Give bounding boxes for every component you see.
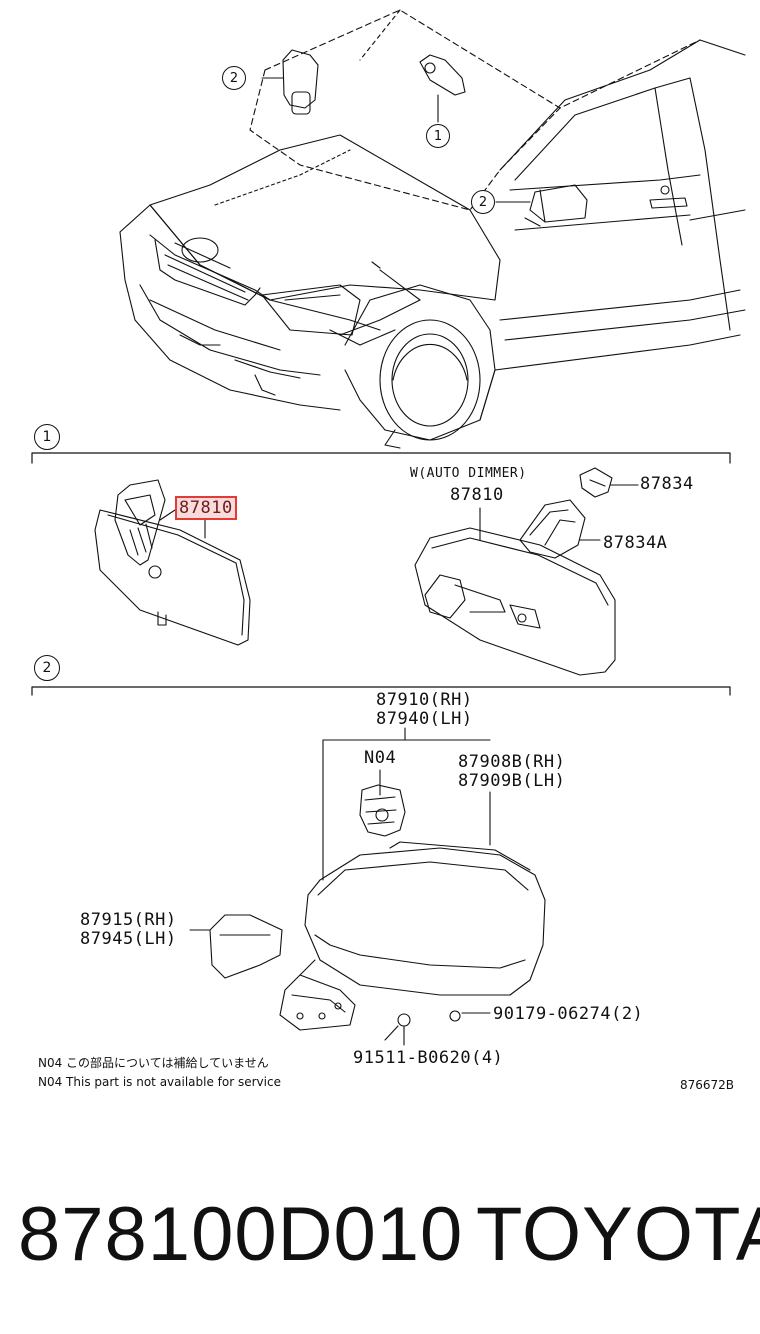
n04-mirror-motor bbox=[359, 784, 406, 837]
mirror-87810-auto-dimmer bbox=[414, 507, 616, 676]
car-illustration bbox=[119, 9, 746, 449]
part-87810-highlighted[interactable]: 87810 bbox=[175, 496, 237, 520]
part-90179-screw[interactable]: 90179-06274(2) bbox=[493, 1004, 644, 1024]
screw-90179 bbox=[449, 1010, 491, 1022]
diagram-code: 876672B bbox=[680, 1078, 735, 1092]
part-87909b-lh[interactable]: 87909B(LH) bbox=[458, 771, 566, 791]
part-87834[interactable]: 87834 bbox=[640, 474, 694, 494]
section-2-bracket bbox=[31, 686, 731, 696]
section-1-bracket bbox=[31, 452, 731, 464]
roof-sensor-part bbox=[419, 54, 466, 123]
footer-part-number: 878100D010 bbox=[18, 1192, 464, 1277]
mirror-cover-87915 bbox=[189, 914, 283, 979]
door-mirror-on-car bbox=[495, 184, 588, 227]
auto-dimmer-label: W(AUTO DIMMER) bbox=[410, 466, 527, 481]
cover-87834 bbox=[579, 467, 639, 498]
callout-roof-sensor: 1 bbox=[426, 124, 450, 148]
cover-87834a bbox=[519, 499, 601, 559]
part-n04-label: N04 bbox=[364, 748, 397, 768]
part-87810-auto-dimmer[interactable]: 87810 bbox=[450, 485, 504, 505]
part-87915-rh[interactable]: 87915(RH) bbox=[80, 910, 177, 930]
callout-door-mirror: 2 bbox=[471, 190, 495, 214]
callout-inner-mirror-top: 2 bbox=[222, 66, 246, 90]
part-87908b-rh[interactable]: 87908B(RH) bbox=[458, 752, 566, 772]
note-japanese: N04 この部品については補給していません bbox=[38, 1056, 269, 1070]
section-1-number: 1 bbox=[34, 424, 60, 450]
section-2-number: 2 bbox=[34, 655, 60, 681]
part-87940-lh[interactable]: 87940(LH) bbox=[376, 709, 473, 729]
footer-brand: TOYOTA bbox=[476, 1192, 760, 1277]
mirror-87810-standard bbox=[94, 479, 251, 646]
part-87945-lh[interactable]: 87945(LH) bbox=[80, 929, 177, 949]
bolt-91511 bbox=[384, 1013, 411, 1046]
part-91511-bolt[interactable]: 91511-B0620(4) bbox=[353, 1048, 504, 1068]
part-87834a[interactable]: 87834A bbox=[603, 533, 668, 553]
inner-mirror-top bbox=[261, 49, 319, 115]
outer-mirror-assy bbox=[279, 841, 546, 1031]
part-87910-rh[interactable]: 87910(RH) bbox=[376, 690, 473, 710]
note-english: N04 This part is not available for servi… bbox=[38, 1075, 281, 1089]
